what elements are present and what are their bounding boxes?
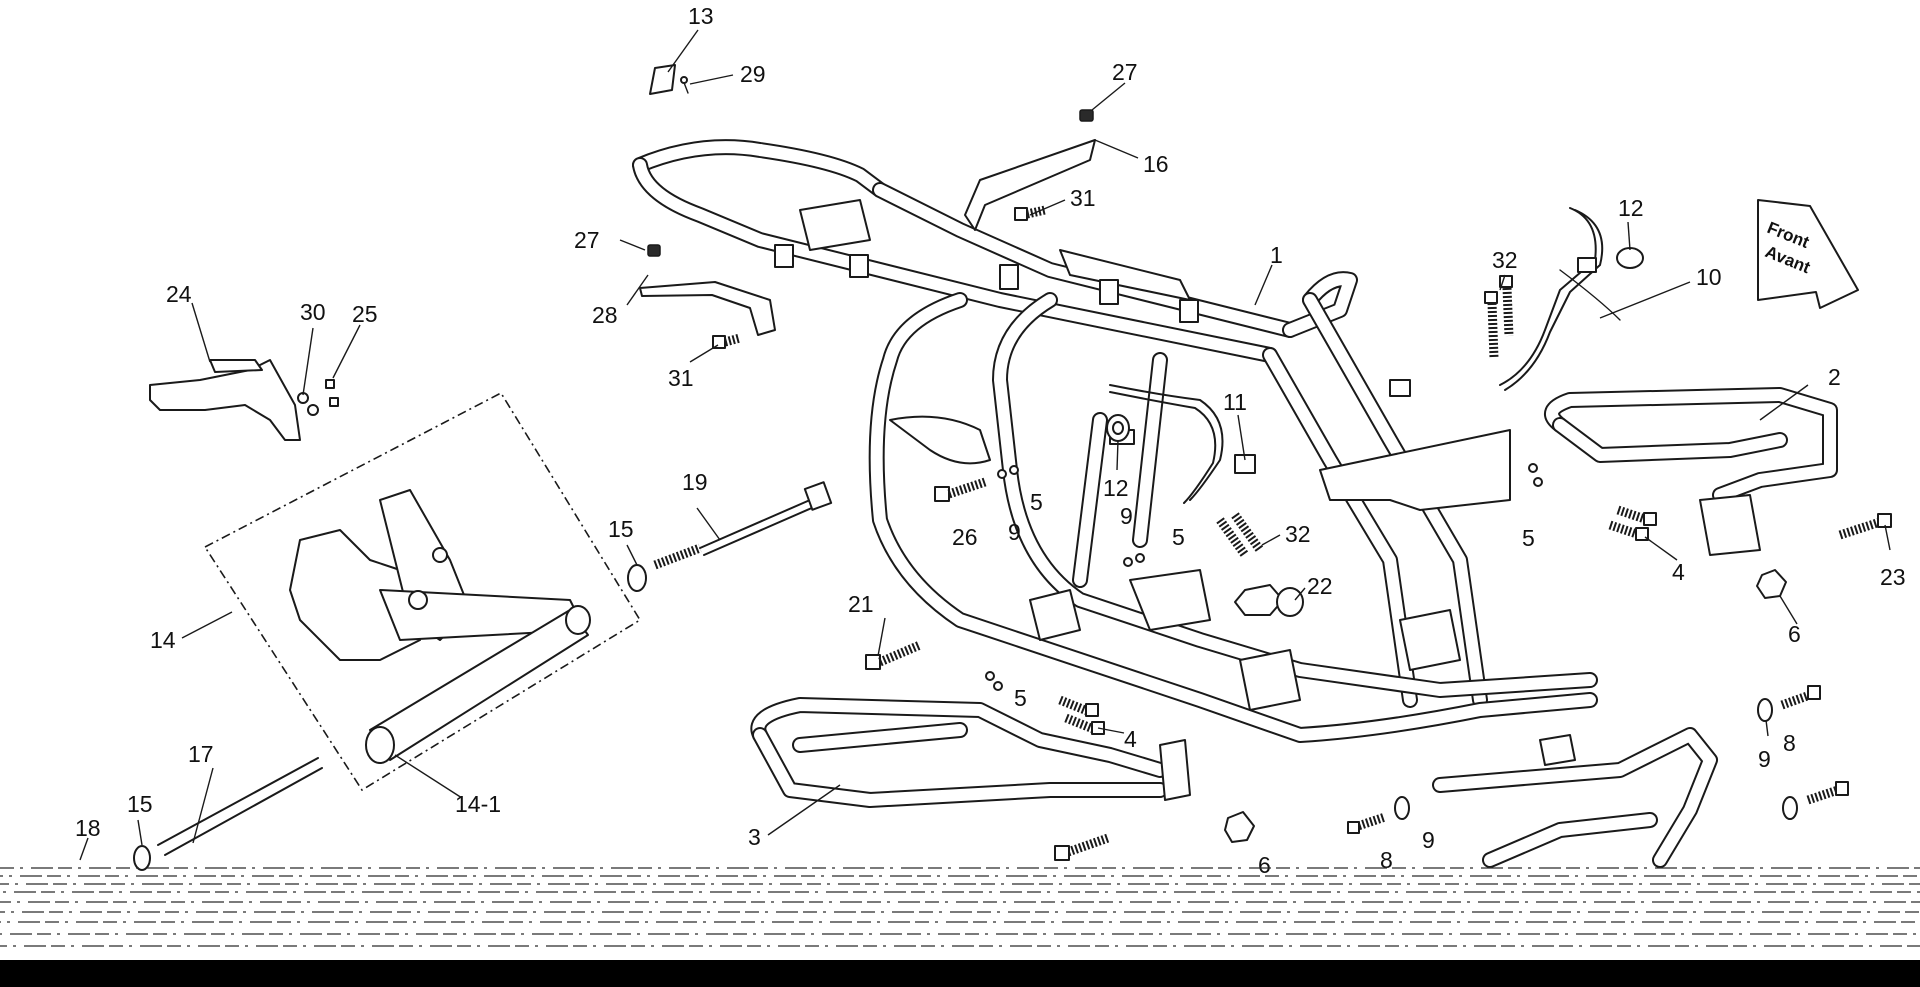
leader-lines <box>79 29 1891 861</box>
callout-27: 27 <box>1112 59 1138 85</box>
callout-11: 11 <box>1223 389 1247 415</box>
callout-3: 3 <box>748 824 761 850</box>
callout-8: 8 <box>1783 730 1796 756</box>
strap-16 <box>964 109 1096 231</box>
callout-27: 27 <box>574 227 600 253</box>
bolt-31-left <box>712 333 742 349</box>
callout-9: 9 <box>1758 746 1771 772</box>
callout-21: 21 <box>848 591 874 617</box>
callout-31: 31 <box>1070 185 1096 211</box>
callout-32: 32 <box>1285 521 1311 547</box>
harness-11 <box>1109 384 1256 504</box>
shaft-17 <box>133 757 323 871</box>
callout-30: 30 <box>300 299 326 325</box>
callout-28: 28 <box>592 302 618 328</box>
callout-5: 5 <box>1014 685 1027 711</box>
callout-12: 12 <box>1103 475 1129 501</box>
bracket-13 <box>649 64 689 95</box>
callout-4: 4 <box>1124 726 1137 752</box>
callout-24: 24 <box>166 281 192 307</box>
callout-25: 25 <box>352 301 378 327</box>
strap-28 <box>639 244 776 336</box>
callout-9: 9 <box>1422 827 1435 853</box>
footrest-2 <box>1544 387 1838 556</box>
callout-6: 6 <box>1258 852 1271 878</box>
callout-10: 10 <box>1696 264 1722 290</box>
callout-5: 5 <box>1172 524 1185 550</box>
callout-1: 1 <box>1270 242 1283 268</box>
callout-16: 16 <box>1143 151 1169 177</box>
grommets-nuts <box>1106 247 1787 843</box>
callout-17: 17 <box>188 741 214 767</box>
front-direction-arrow: Front Avant <box>1757 199 1859 309</box>
callout-4: 4 <box>1672 559 1685 585</box>
scan-artifact-band <box>0 867 1920 947</box>
callout-9: 9 <box>1008 519 1021 545</box>
callout-32: 32 <box>1492 247 1518 273</box>
callout-8: 8 <box>1380 847 1393 873</box>
callout-29: 29 <box>740 61 766 87</box>
callout-2: 2 <box>1828 364 1841 390</box>
callout-15: 15 <box>127 791 153 817</box>
callout-12: 12 <box>1618 195 1644 221</box>
callout-9: 9 <box>1120 503 1133 529</box>
bottom-black-bar <box>0 960 1920 987</box>
axle-19 <box>627 481 833 592</box>
lower-right-tube <box>1432 727 1718 868</box>
callout-26: 26 <box>952 524 978 550</box>
washers <box>985 463 1798 820</box>
callout-22: 22 <box>1307 573 1333 599</box>
callout-5: 5 <box>1030 489 1043 515</box>
callout-14: 14 <box>150 627 176 653</box>
callout-labels: 13 29 27 16 31 27 28 31 24 30 25 1 32 12… <box>75 3 1906 878</box>
swingarm-14 <box>289 489 591 764</box>
callout-13: 13 <box>688 3 714 29</box>
footrest-3 <box>750 697 1191 808</box>
callout-6: 6 <box>1788 621 1801 647</box>
callout-15: 15 <box>608 516 634 542</box>
callout-19: 19 <box>682 469 708 495</box>
callout-5: 5 <box>1522 525 1535 551</box>
bracket-24 <box>149 359 301 441</box>
callout-14-1: 14-1 <box>455 791 501 817</box>
bolts <box>865 275 1892 861</box>
frame-assembly <box>632 139 1598 743</box>
harness-10 <box>1499 207 1621 391</box>
swingarm-group-outline <box>203 391 642 792</box>
callout-18: 18 <box>75 815 101 841</box>
callout-31: 31 <box>668 365 694 391</box>
callout-23: 23 <box>1880 564 1906 590</box>
